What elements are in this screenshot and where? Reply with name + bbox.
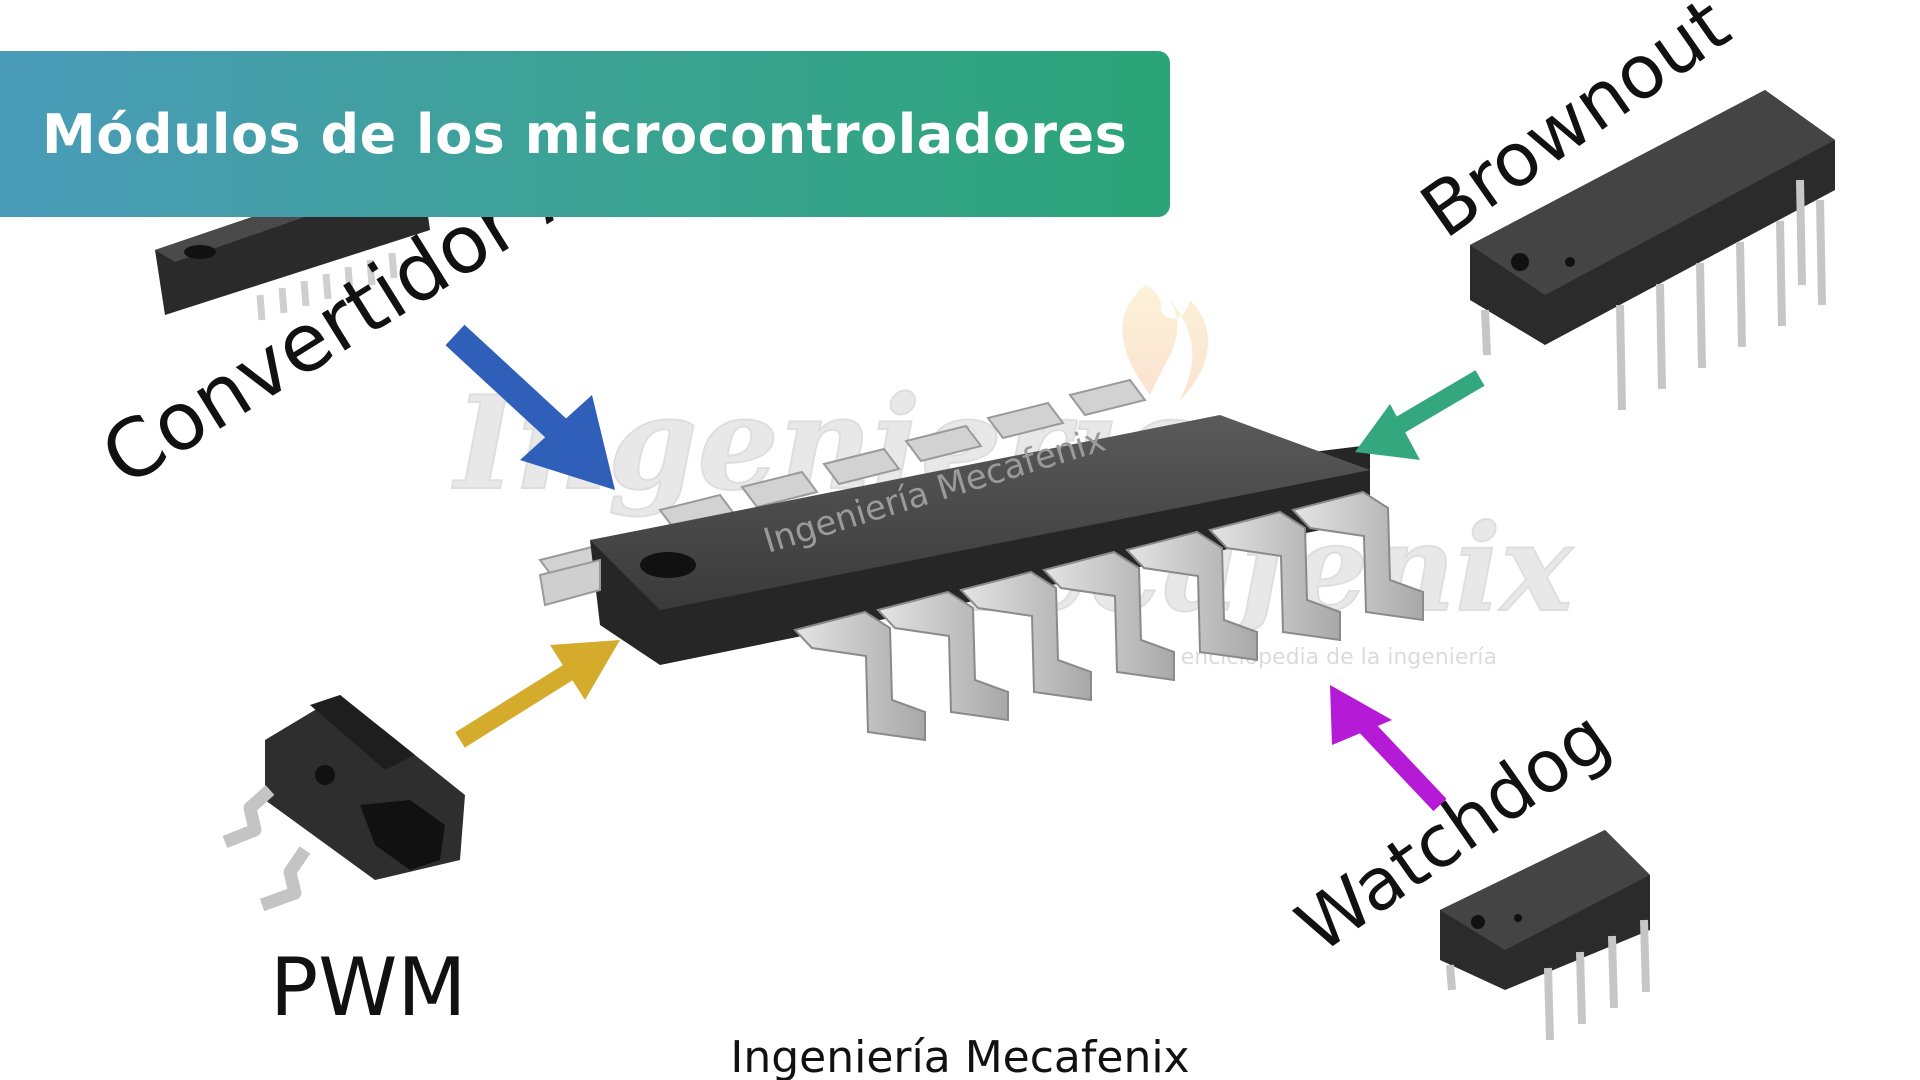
center-chip-end-pin: [538, 558, 601, 607]
pin1-marker: [640, 552, 696, 578]
watermark: Ingeniería Mecafenix La enciclopedia de …: [451, 285, 1575, 670]
page-title: Módulos de los microcontroladores: [42, 102, 1128, 166]
flame-logo-icon: [1122, 285, 1209, 400]
brownout-chip-icon: [1470, 90, 1835, 411]
watchdog-arrow: [1330, 685, 1447, 812]
center-chip-front-pins: [793, 490, 1424, 742]
pwm-package-icon: [222, 695, 465, 912]
center-chip-back-pins: [538, 378, 1147, 582]
brownout-arrow: [1355, 370, 1485, 460]
center-chip-top: [590, 415, 1370, 610]
pwm-arrow: [455, 640, 620, 748]
title-banner: Módulos de los microcontroladores: [0, 51, 1170, 217]
pwm-label: PWM: [270, 941, 466, 1034]
center-chip: Ingeniería Mecafenix: [538, 378, 1424, 742]
adc-arrow: [445, 324, 615, 490]
footer-credit: Ingeniería Mecafenix: [730, 1032, 1190, 1080]
watchdog-chip-icon: [1440, 830, 1650, 1041]
